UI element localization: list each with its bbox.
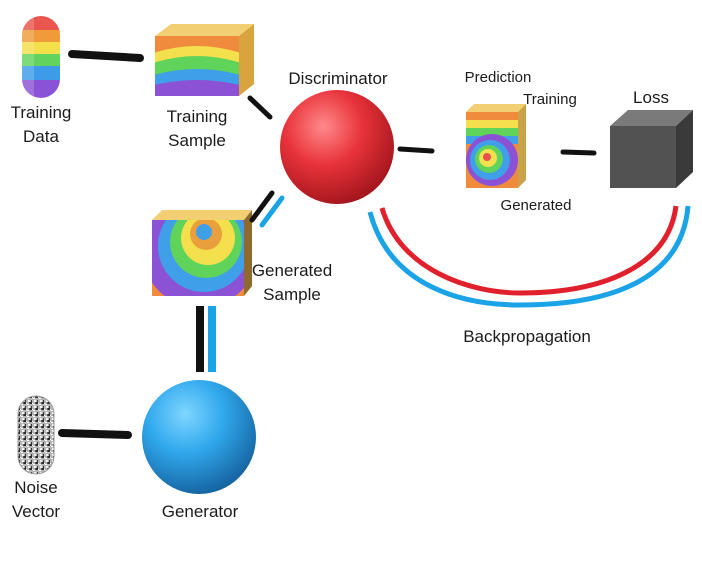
noise-vector-label: Noise Vector: [4, 476, 68, 524]
training-sample-label: Training Sample: [156, 105, 238, 153]
prediction-icon: [466, 104, 526, 188]
connector-sample-to-discriminator: [247, 95, 273, 120]
training-data-label-line2: Data: [23, 127, 59, 146]
training-sample-label-line1: Training: [166, 107, 228, 126]
generator-sphere: [142, 380, 256, 494]
generated-sample-label-line1: Generated: [251, 261, 333, 280]
connector-noise-to-generator: [58, 429, 132, 439]
training-data-icon: [22, 16, 60, 98]
discriminator-sphere: [280, 90, 394, 204]
backpropagation-label: Backpropagation: [463, 327, 591, 346]
prediction-label: Prediction: [464, 69, 532, 86]
generated-sample-label: Generated Sample: [244, 259, 340, 307]
loss-cube: [610, 110, 693, 188]
generated-sample-icon: [152, 210, 252, 296]
training-data-label-line1: Training: [10, 103, 72, 122]
noise-vector-label-line1: Noise: [14, 478, 58, 497]
prediction-training-label: Training: [523, 91, 577, 108]
connector-discriminator-to-prediction: [397, 146, 435, 154]
noise-vector-label-line2: Vector: [11, 502, 61, 521]
prediction-generated-label: Generated: [500, 197, 572, 214]
backprop-arc-red: [379, 205, 679, 296]
discriminator-label: Discriminator: [288, 69, 388, 88]
loss-label: Loss: [633, 88, 669, 107]
backprop-arc-blue: [367, 205, 691, 308]
connector-prediction-to-loss: [560, 149, 597, 156]
training-sample-label-line2: Sample: [168, 131, 226, 150]
training-data-label: Training Data: [2, 101, 80, 149]
connector-data-to-sample: [68, 50, 144, 62]
generated-sample-label-line2: Sample: [263, 285, 321, 304]
noise-vector-icon: [17, 395, 55, 475]
connector-generated-to-discriminator-blue: [259, 195, 285, 228]
training-sample-icon: [155, 24, 254, 96]
connector-generated-to-discriminator-black: [249, 190, 275, 223]
generator-label: Generator: [161, 502, 239, 521]
